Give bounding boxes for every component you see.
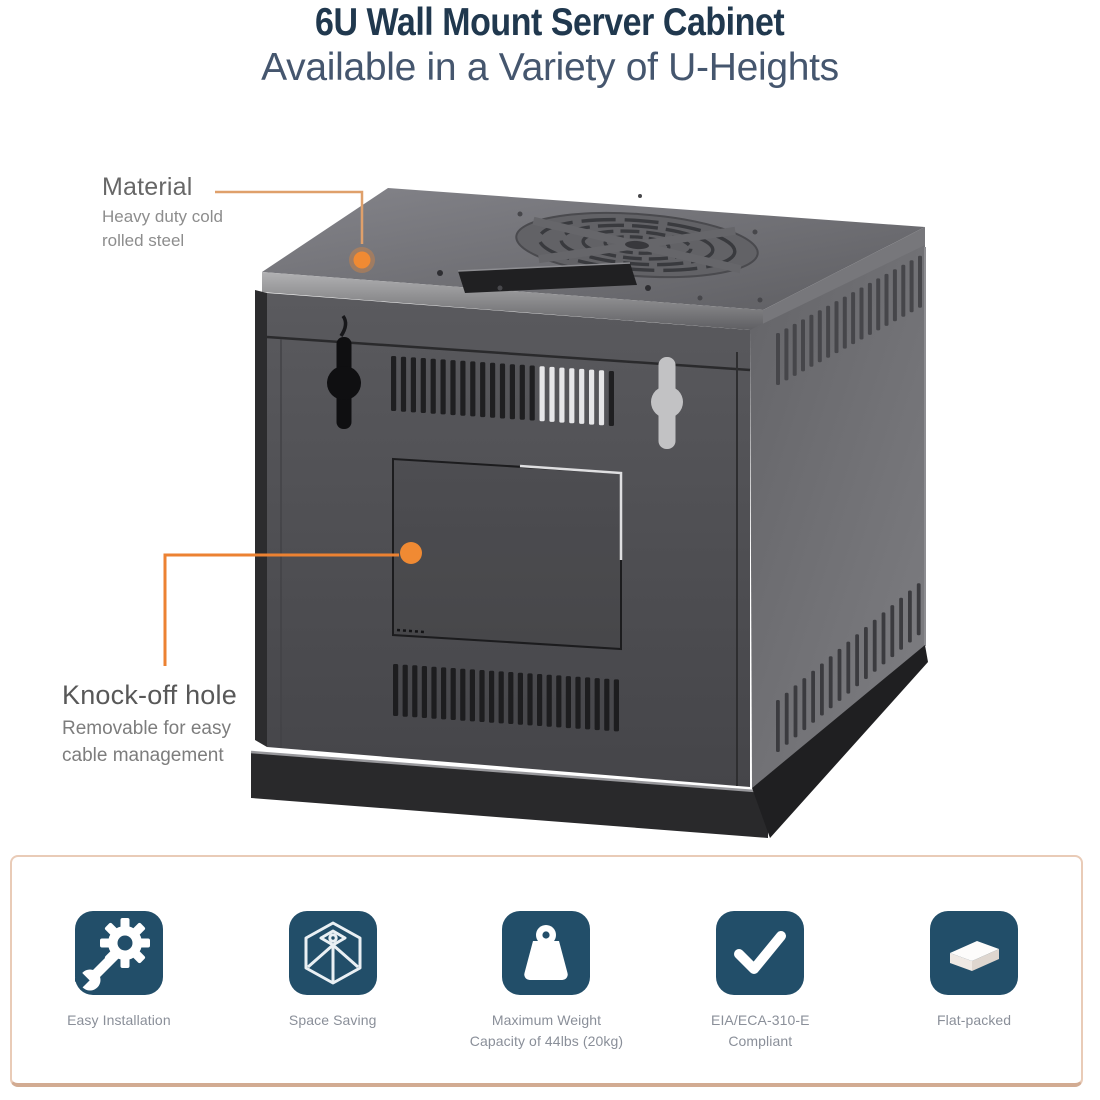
top-cable-slot — [437, 262, 651, 293]
feature-label: Maximum Weight Capacity of 44lbs (20kg) — [469, 1012, 624, 1049]
callout-material: Material Heavy duty cold rolled steel — [102, 173, 292, 253]
knock-off-leader-line — [163, 542, 422, 666]
callout-knock-off-title: Knock-off hole — [62, 680, 237, 710]
side-vent-band-bottom — [776, 583, 921, 752]
feature-compliant: EIA/ECA-310-E Compliant — [653, 911, 867, 1052]
keyhole-mount-left — [327, 314, 361, 429]
header: 6U Wall Mount Server Cabinet Available i… — [0, 1, 1100, 90]
callout-knock-off-description: Removable for easy cable management — [62, 718, 231, 766]
wrench-gear-icon — [74, 918, 150, 991]
flat-box-icon — [950, 941, 1000, 971]
feature-label: Space Saving — [288, 1012, 377, 1028]
side-vent-band-top — [776, 255, 922, 385]
cabinet-base — [250, 645, 928, 838]
callout-material-description: Heavy duty cold rolled steel — [102, 207, 223, 250]
feature-flat-packed: Flat-packed — [867, 911, 1081, 1031]
knock-off-panel — [392, 457, 623, 651]
callout-material-title: Material — [102, 173, 193, 201]
feature-max-weight: Maximum Weight Capacity of 44lbs (20kg) — [440, 911, 654, 1052]
callout-knock-off: Knock-off hole Removable for easy cable … — [62, 680, 292, 769]
page-title: 6U Wall Mount Server Cabinet — [315, 1, 785, 44]
features-panel: Easy Installation Space Saving — [10, 855, 1083, 1087]
feature-label: Easy Installation — [67, 1012, 171, 1028]
fan-vent — [515, 211, 759, 279]
cabinet-front — [255, 290, 751, 787]
cube-icon — [304, 921, 362, 985]
feature-label: Flat-packed — [936, 1012, 1012, 1028]
cabinet-top — [262, 188, 925, 331]
material-leader-line — [215, 190, 375, 273]
feature-label: EIA/ECA-310-E Compliant — [711, 1012, 810, 1049]
feature-easy-installation: Easy Installation — [12, 911, 226, 1031]
cabinet-side — [750, 245, 926, 788]
feature-space-saving: Space Saving — [226, 911, 440, 1031]
top-screws — [497, 194, 763, 303]
weight-icon — [524, 925, 569, 980]
checkmark-icon — [734, 931, 787, 974]
page-subtitle: Available in a Variety of U-Heights — [261, 45, 839, 89]
front-vent-band-top — [391, 356, 614, 426]
keyhole-mount-right — [651, 357, 683, 449]
front-vent-band-bottom — [393, 664, 619, 732]
